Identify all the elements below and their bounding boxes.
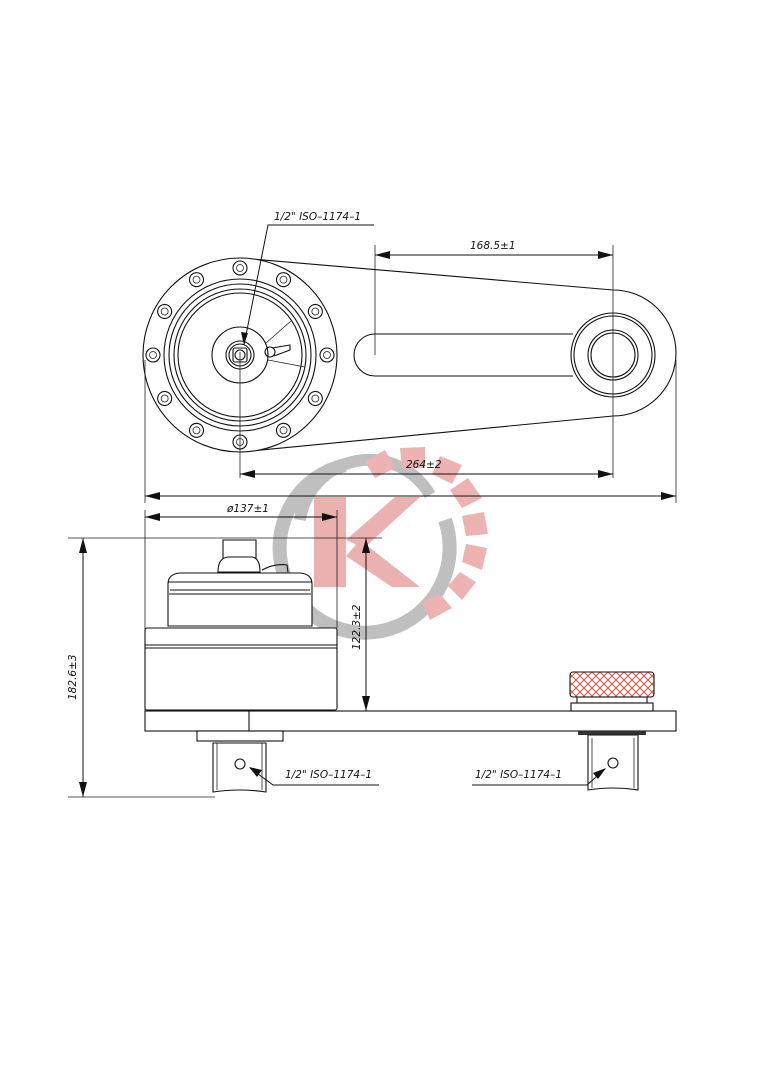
dim-center-distance: 264±2 (406, 459, 442, 471)
top-drive-callout: 1/2" ISO–1174–1 (274, 211, 361, 223)
top-drive-leader (243, 224, 374, 346)
top-cap (167, 572, 313, 627)
logo-letter-k (314, 497, 420, 587)
left-drive-collar (196, 730, 284, 742)
knurled-knob (569, 671, 655, 698)
lock-pin (264, 346, 276, 358)
top-view: 1/2" ISO–1174–1 168.5±1 264±2 (142, 211, 677, 503)
arm-outline (239, 257, 677, 453)
side-view: ø137±1 182.6±3 122.3±2 (67, 503, 677, 798)
right-square-drive (587, 734, 639, 791)
right-detent-ball (607, 757, 619, 769)
dim-total-height: 182.6±3 (67, 654, 79, 700)
logo-ring (272, 458, 457, 640)
arm-plate (144, 710, 677, 732)
dim-diameter: ø137±1 (226, 503, 269, 515)
main-body (144, 627, 338, 711)
right-drive-callout: 1/2" ISO–1174–1 (475, 769, 562, 781)
left-square-drive (212, 742, 267, 793)
left-drive-callout: 1/2" ISO–1174–1 (285, 769, 372, 781)
dim-body-height: 122.3±2 (351, 604, 363, 650)
arm-slot (353, 333, 573, 377)
knob-neck (576, 696, 648, 704)
left-detent-ball (234, 758, 246, 770)
watermark-logo (272, 447, 488, 640)
dim-arm-slot: 168.5±1 (470, 240, 516, 252)
